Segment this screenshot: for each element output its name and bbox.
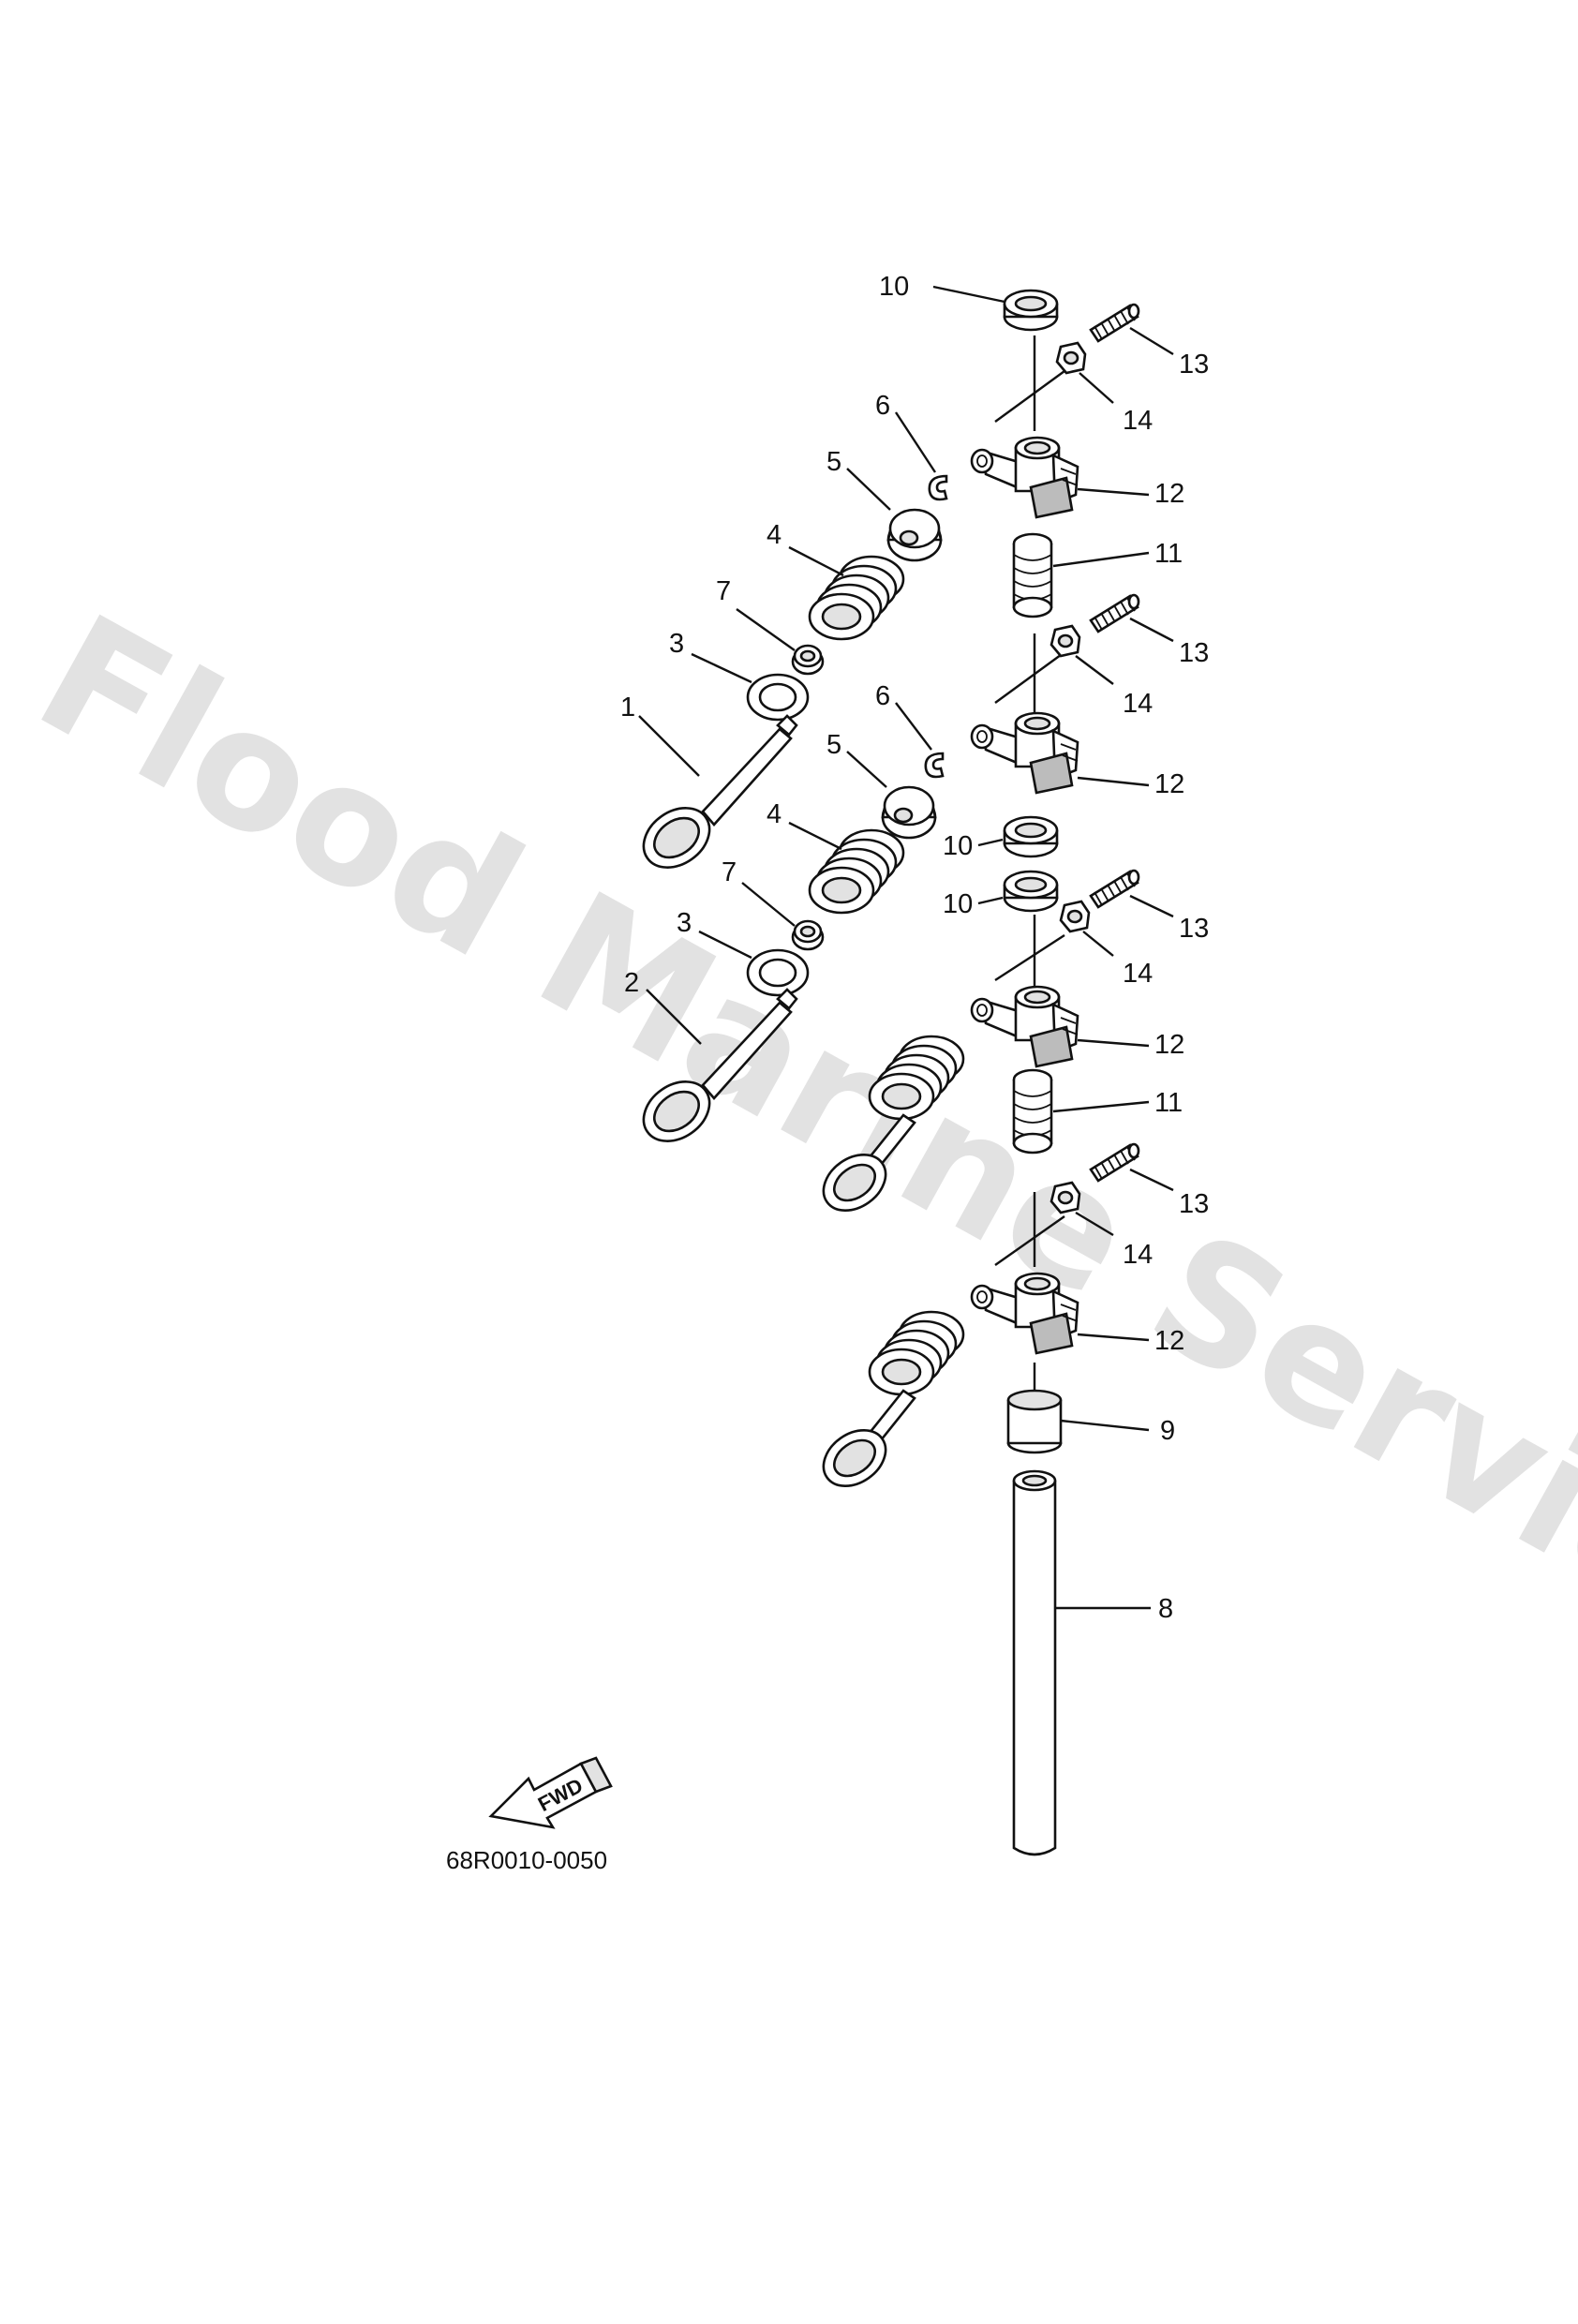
watermark: Flood Marine Services <box>9 578 1578 1743</box>
callout-13: 13 <box>1179 350 1209 380</box>
callout-12: 12 <box>1154 769 1184 799</box>
part-8-push-rod <box>1012 1469 1057 1856</box>
part-code: 68R0010-0050 <box>446 1846 607 1874</box>
part-7-second <box>791 919 825 951</box>
part-3-second <box>746 948 810 997</box>
part-10-mid-a <box>1003 815 1059 858</box>
callout-4: 4 <box>767 799 782 829</box>
callout-3: 3 <box>677 908 692 938</box>
callout-10: 10 <box>943 889 973 919</box>
callout-14: 14 <box>1123 959 1153 989</box>
callout-7: 7 <box>722 857 737 887</box>
callout-9: 9 <box>1160 1416 1175 1446</box>
fwd-arrow-icon: FWD <box>488 1756 613 1829</box>
callout-14: 14 <box>1123 689 1153 719</box>
callout-11: 11 <box>1154 539 1183 569</box>
callout-13: 13 <box>1179 914 1209 944</box>
callout-10: 10 <box>879 272 909 302</box>
part-9-adjuster <box>1006 1389 1063 1454</box>
part-13-second <box>1089 593 1140 633</box>
part-6-second <box>924 752 945 779</box>
part-4-top <box>808 555 905 641</box>
callout-4: 4 <box>767 520 782 550</box>
part-12-third <box>970 985 1079 1068</box>
callout-11: 11 <box>1154 1088 1183 1118</box>
part-3-top <box>746 673 810 722</box>
part-14-top <box>1055 341 1087 375</box>
callout-10: 10 <box>943 831 973 861</box>
callout-12: 12 <box>1154 1030 1184 1060</box>
callout-12: 12 <box>1154 1326 1184 1356</box>
part-1-valve <box>631 714 798 882</box>
part-10-top <box>1003 289 1059 332</box>
part-10-mid-b <box>1003 870 1059 913</box>
part-13-top <box>1089 303 1140 343</box>
callout-14: 14 <box>1123 406 1153 436</box>
part-4-second <box>808 828 905 915</box>
valve-spring-assembly-b <box>813 1312 963 1497</box>
callout-8: 8 <box>1158 1594 1173 1624</box>
part-7-top <box>791 644 825 676</box>
callout-13: 13 <box>1179 1189 1209 1219</box>
part-14-third <box>1059 900 1091 933</box>
part-5-top <box>886 508 943 562</box>
callout-14: 14 <box>1123 1240 1153 1270</box>
callout-7: 7 <box>716 576 731 606</box>
callout-6: 6 <box>875 681 890 711</box>
callout-13: 13 <box>1179 638 1209 668</box>
part-12-second <box>970 711 1079 795</box>
part-14-fourth <box>1050 1181 1081 1214</box>
callout-3: 3 <box>669 629 684 659</box>
callout-1: 1 <box>620 693 635 723</box>
callout-12: 12 <box>1154 479 1184 509</box>
callout-5: 5 <box>826 730 841 760</box>
part-11-second <box>1012 1068 1053 1155</box>
part-6-top <box>928 474 948 501</box>
part-5-second <box>881 785 937 840</box>
part-13-third <box>1089 869 1140 909</box>
part-14-second <box>1050 624 1081 658</box>
callout-5: 5 <box>826 447 841 477</box>
part-11-top <box>1012 532 1053 618</box>
callout-2: 2 <box>624 968 639 998</box>
callout-6: 6 <box>875 391 890 421</box>
part-12-top <box>970 436 1079 519</box>
